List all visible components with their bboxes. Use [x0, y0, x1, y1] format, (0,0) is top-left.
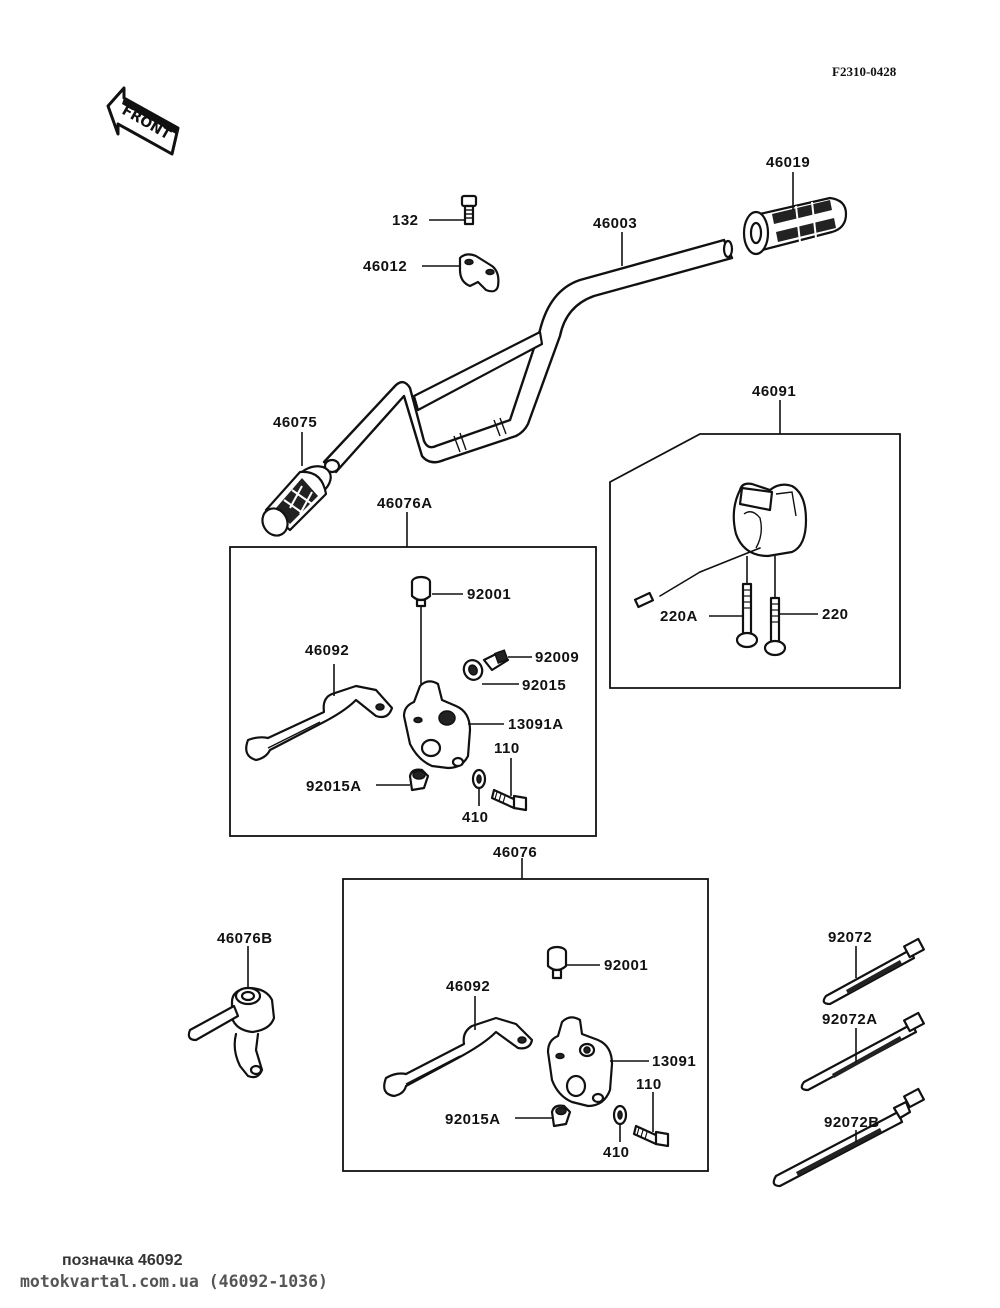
nut-92015A-a [408, 768, 430, 792]
lever-46092-a [245, 684, 394, 762]
label-92009-a: 92009 [535, 649, 579, 666]
front-arrow-icon: FRONT [106, 86, 180, 156]
label-410-a: 410 [462, 809, 489, 826]
lever-46092-b [383, 1016, 534, 1098]
caption-text: позначка 46092 [62, 1252, 183, 1269]
label-92001-b: 92001 [604, 957, 648, 974]
label-46003: 46003 [593, 215, 637, 232]
label-46076B: 46076B [217, 930, 273, 947]
nut-92015-a [462, 659, 484, 681]
label-132: 132 [392, 212, 419, 229]
label-92015-a: 92015 [522, 677, 566, 694]
source-watermark: motokvartal.com.ua (46092-1036) [20, 1272, 328, 1291]
holder-13091A [402, 680, 472, 770]
label-13091A: 13091A [508, 716, 564, 733]
screw-220A [735, 582, 759, 649]
nut-92015A-b [550, 1104, 572, 1128]
label-46075: 46075 [273, 414, 317, 431]
label-92015A-b: 92015A [445, 1111, 501, 1128]
holder-13091 [546, 1016, 614, 1108]
label-92072B: 92072B [824, 1114, 880, 1131]
switch-46091 [633, 482, 808, 609]
pin-92001-a [410, 575, 432, 608]
label-46076A: 46076A [377, 495, 433, 512]
label-46019: 46019 [766, 154, 810, 171]
label-46091: 46091 [752, 383, 796, 400]
pin-92001-b [546, 945, 568, 980]
box-46076 [342, 878, 709, 1172]
washer-410-a [471, 768, 487, 790]
clamp-46012 [458, 253, 500, 293]
label-92001-a: 92001 [467, 586, 511, 603]
diagram-code: F2310-0428 [832, 64, 897, 79]
label-46012: 46012 [363, 258, 407, 275]
washer-410-b [612, 1104, 628, 1126]
grip-46019 [742, 196, 848, 256]
bolt-110-b [632, 1124, 670, 1148]
screw-220 [763, 596, 787, 657]
bolt-110-a [490, 788, 528, 812]
label-92015A-a: 92015A [306, 778, 362, 795]
box-46076A [229, 546, 597, 837]
cable-tie-92072B [772, 1087, 925, 1188]
label-110-b: 110 [636, 1076, 662, 1093]
grip-46075 [261, 465, 332, 537]
screw-92009-a [482, 649, 510, 672]
label-92072: 92072 [828, 929, 872, 946]
label-110-a: 110 [494, 740, 520, 757]
label-46076: 46076 [493, 844, 537, 861]
handlebar-46003 [322, 238, 734, 474]
cable-tie-92072A [800, 1011, 925, 1092]
box-46091 [609, 433, 901, 689]
label-13091: 13091 [652, 1053, 696, 1070]
label-92072A: 92072A [822, 1011, 878, 1028]
cable-tie-92072 [822, 937, 925, 1006]
label-46092-b: 46092 [446, 978, 490, 995]
label-220: 220 [822, 606, 849, 623]
bolt-132 [460, 194, 478, 226]
label-46092-a: 46092 [305, 642, 349, 659]
throttle-46076B [187, 986, 276, 1079]
label-410-b: 410 [603, 1144, 630, 1161]
label-220A: 220A [660, 608, 698, 625]
